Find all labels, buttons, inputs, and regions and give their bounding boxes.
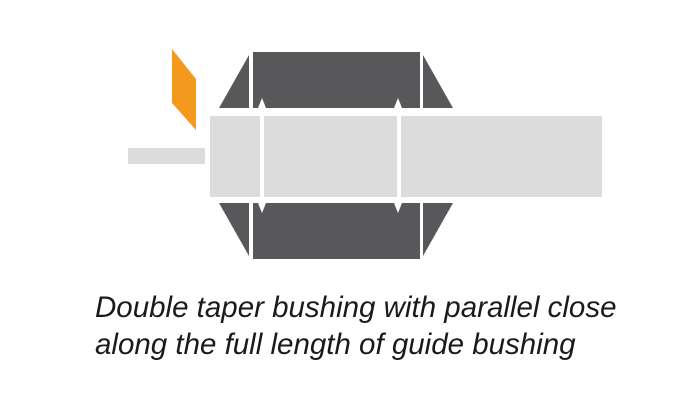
lower-bushing	[219, 203, 453, 259]
caption-line-2: along the full length of guide bushing	[95, 328, 576, 361]
cut-part-bar	[128, 148, 205, 164]
upper-bushing	[219, 52, 453, 108]
caption-line-1: Double taper bushing with parallel close	[95, 291, 617, 324]
cutting-tool	[172, 49, 196, 130]
bar-stock	[210, 116, 602, 197]
